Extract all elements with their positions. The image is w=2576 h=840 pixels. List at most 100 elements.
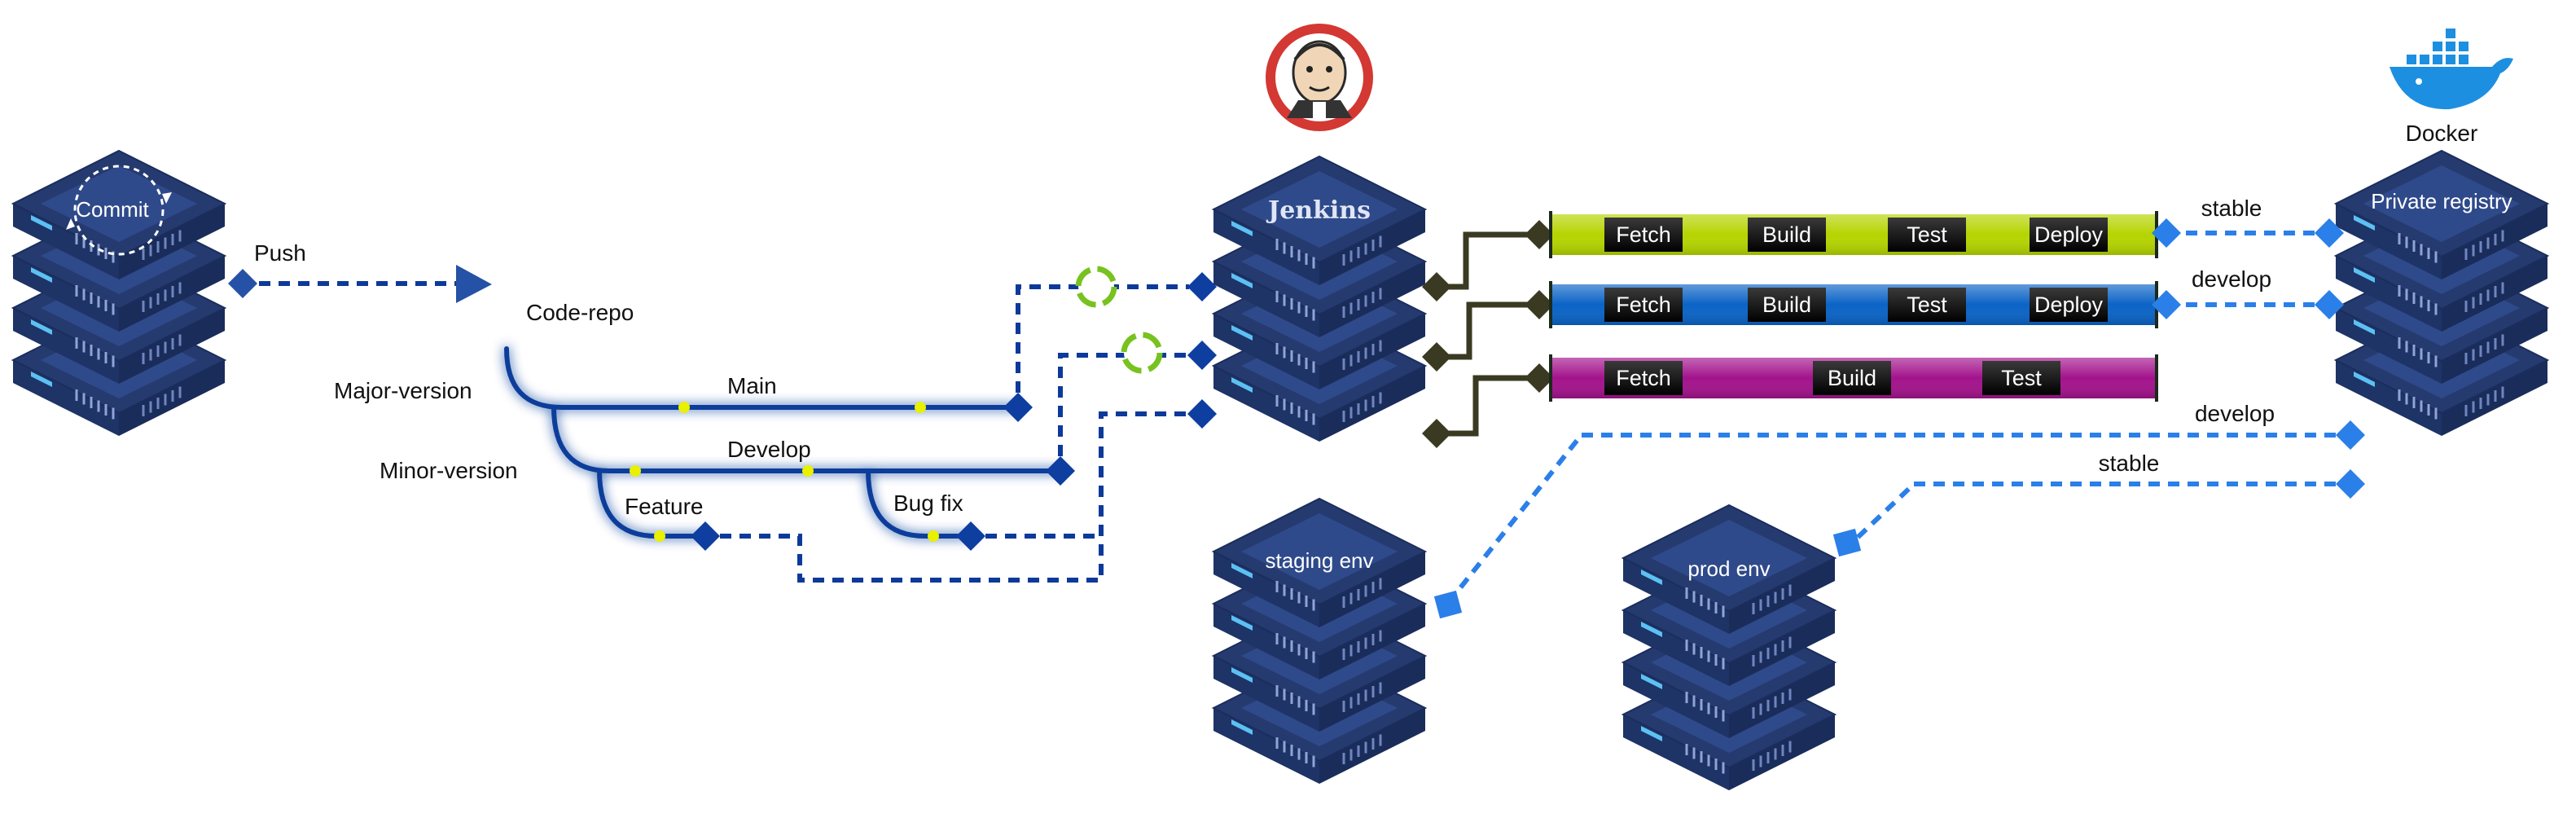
- registry-link-diamond: [2152, 290, 2181, 319]
- sync-icon: [1121, 332, 1163, 374]
- code-repo: Code-repo Major-version Minor-version Ma…: [334, 300, 1075, 551]
- jenkins-input-diamond: [1187, 399, 1217, 429]
- docker-logo-icon: [2389, 27, 2513, 110]
- prod-env-server: prod env: [1621, 504, 1837, 790]
- push-arrow-icon: [456, 265, 492, 303]
- branch-bugfix-label: Bug fix: [893, 490, 963, 516]
- main-branch-end-diamond: [1003, 393, 1033, 422]
- server-led: [1231, 563, 1253, 578]
- server-led: [2354, 215, 2375, 231]
- commit-cycle-icon: [73, 165, 165, 256]
- pipeline-step-test: Test: [1982, 361, 2060, 395]
- staging-link-square: [1433, 590, 1463, 619]
- pipeline-step-label: Deploy: [2034, 292, 2104, 317]
- registry-links: [1447, 231, 2336, 603]
- pipeline-step-fetch: Fetch: [1604, 288, 1683, 322]
- pipeline-step-label: Build: [1828, 366, 1876, 390]
- main-branch-line: [504, 346, 1019, 410]
- branch-main-label: Main: [727, 373, 777, 398]
- pipeline-input-diamond: [1525, 363, 1554, 393]
- server-unit: [11, 149, 227, 279]
- feature-branch-end-diamond: [691, 521, 720, 551]
- branch-feature-label: Feature: [625, 494, 704, 519]
- jenkins-output-diamond: [1422, 419, 1451, 448]
- server-led: [1641, 622, 1662, 637]
- pipeline-step-label: Fetch: [1616, 366, 1671, 390]
- registry-title: Private registry: [2371, 189, 2512, 213]
- pipeline-step-label: Test: [1907, 222, 1947, 247]
- pipeline-step-label: Build: [1762, 292, 1811, 317]
- server-led: [1641, 570, 1662, 585]
- server-led: [1231, 377, 1253, 393]
- bugfix-branch-line: [866, 468, 973, 539]
- pipeline-step-test: Test: [1888, 218, 1966, 252]
- registry-link-label-top: stable: [2201, 196, 2262, 221]
- server-led: [1641, 674, 1662, 689]
- server-led: [1641, 726, 1662, 741]
- pipeline-step-label: Deploy: [2034, 222, 2104, 247]
- registry-link-diamond: [2336, 420, 2365, 450]
- commit-dot: [678, 402, 690, 413]
- develop-branch-line: [551, 405, 1063, 473]
- registry-link-diamond: [2315, 290, 2344, 319]
- commit-dot: [654, 530, 665, 542]
- server-led: [1231, 615, 1253, 631]
- pipeline-step-build: Build: [1748, 218, 1826, 252]
- server-led: [1231, 667, 1253, 683]
- commit-dot: [915, 402, 926, 413]
- staging-title: staging env: [1266, 548, 1374, 573]
- server-led: [2354, 319, 2375, 335]
- minor-version-label: Minor-version: [380, 458, 518, 483]
- server-led: [1231, 221, 1253, 236]
- feature-trigger-line: [720, 411, 1189, 583]
- registry-link-diamond: [2336, 469, 2365, 499]
- commit-server: Commit: [11, 149, 227, 436]
- server-led: [1231, 273, 1253, 288]
- jenkins-output-diamond: [1422, 342, 1451, 372]
- commit-dot: [802, 465, 814, 477]
- jenkins-pipeline-connectors: [1437, 231, 1539, 437]
- pipeline-step-label: Fetch: [1616, 292, 1671, 317]
- pipeline-step-label: Test: [1907, 292, 1947, 317]
- pipeline-step-label: Build: [1762, 222, 1811, 247]
- server-unit: [1211, 155, 1428, 285]
- develop-branch-end-diamond: [1046, 456, 1075, 486]
- staging-env-server: staging env: [1211, 497, 1428, 784]
- server-led: [1231, 325, 1253, 341]
- pipeline-step-deploy: Deploy: [2030, 288, 2108, 322]
- pipeline-step-deploy: Deploy: [2030, 218, 2108, 252]
- private-registry-server: Private registry: [2333, 149, 2550, 436]
- docker-label: Docker: [2406, 121, 2478, 146]
- pipeline-step-test: Test: [1888, 288, 1966, 322]
- pipeline-3: Fetch Build Test: [1549, 354, 2158, 402]
- commit-cycle-arrow-icon: [66, 218, 75, 230]
- server-led: [31, 372, 52, 387]
- push-connector: [228, 269, 257, 298]
- jenkins-output-diamond: [1422, 272, 1451, 301]
- registry-link-diamond: [2315, 218, 2344, 248]
- server-led: [31, 215, 52, 231]
- pipeline-2: Fetch Build Test Deploy: [1549, 281, 2158, 328]
- pipeline-step-fetch: Fetch: [1604, 361, 1683, 395]
- registry-link-label-staging: develop: [2195, 401, 2275, 426]
- commit-dot: [630, 465, 641, 477]
- prod-link-square: [1832, 528, 1862, 557]
- branch-develop-label: Develop: [727, 437, 811, 462]
- bugfix-branch-end-diamond: [956, 521, 985, 551]
- commit-cycle-arrow-icon: [162, 192, 172, 204]
- pipeline-input-diamond: [1525, 290, 1554, 319]
- jenkins-logo-icon: [1266, 24, 1373, 131]
- server-unit: [2333, 149, 2550, 279]
- jenkins-input-diamond: [1187, 341, 1217, 370]
- registry-link-diamond: [2152, 218, 2181, 248]
- server-led: [2354, 267, 2375, 283]
- code-repo-label: Code-repo: [526, 300, 634, 325]
- server-unit: [1211, 497, 1428, 627]
- registry-link-label-prod: stable: [2099, 451, 2160, 476]
- develop-trigger-line: [1058, 353, 1189, 456]
- pipeline-step-build: Build: [1813, 361, 1891, 395]
- server-led: [2354, 372, 2375, 387]
